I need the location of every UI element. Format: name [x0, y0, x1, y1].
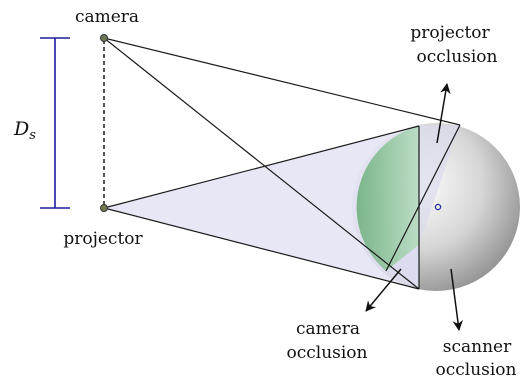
distance-subscript: s [29, 128, 36, 143]
projector-marker [100, 204, 108, 212]
sphere-diagonal-chord [385, 124, 461, 272]
camera-occlusion-region [386, 245, 419, 289]
baseline-dimension [40, 37, 70, 209]
projector-occlusion-region [419, 125, 460, 245]
projector-illumination-region [104, 126, 419, 289]
projector-occlusion-arrow [436, 82, 451, 144]
camera-label: camera [75, 7, 139, 27]
projector-label: projector [63, 229, 143, 249]
projector-occlusion-label-line2: occlusion [416, 47, 497, 67]
sphere-center-marker [434, 203, 442, 211]
camera-occlusion-label-line2: occlusion [286, 343, 367, 363]
camera-ray-upper [103, 37, 461, 126]
camera-occlusion-label-line1: camera [296, 319, 360, 339]
distance-label: Ds [13, 118, 36, 143]
projector-ray-lower [103, 207, 420, 290]
camera-ray-lower [103, 37, 420, 290]
distance-symbol: D [13, 118, 29, 140]
scanner-occlusion-label-line1: scanner [443, 337, 512, 357]
projector-occlusion-label-line1: projector [410, 23, 490, 43]
scanner-occlusion-label-line2: occlusion [435, 360, 516, 380]
camera-marker [100, 34, 108, 42]
visible-region [356, 126, 419, 271]
projector-ray-upper [103, 125, 420, 209]
scanner-occlusion-arrow [450, 268, 463, 332]
camera-occlusion-arrow [365, 268, 402, 312]
